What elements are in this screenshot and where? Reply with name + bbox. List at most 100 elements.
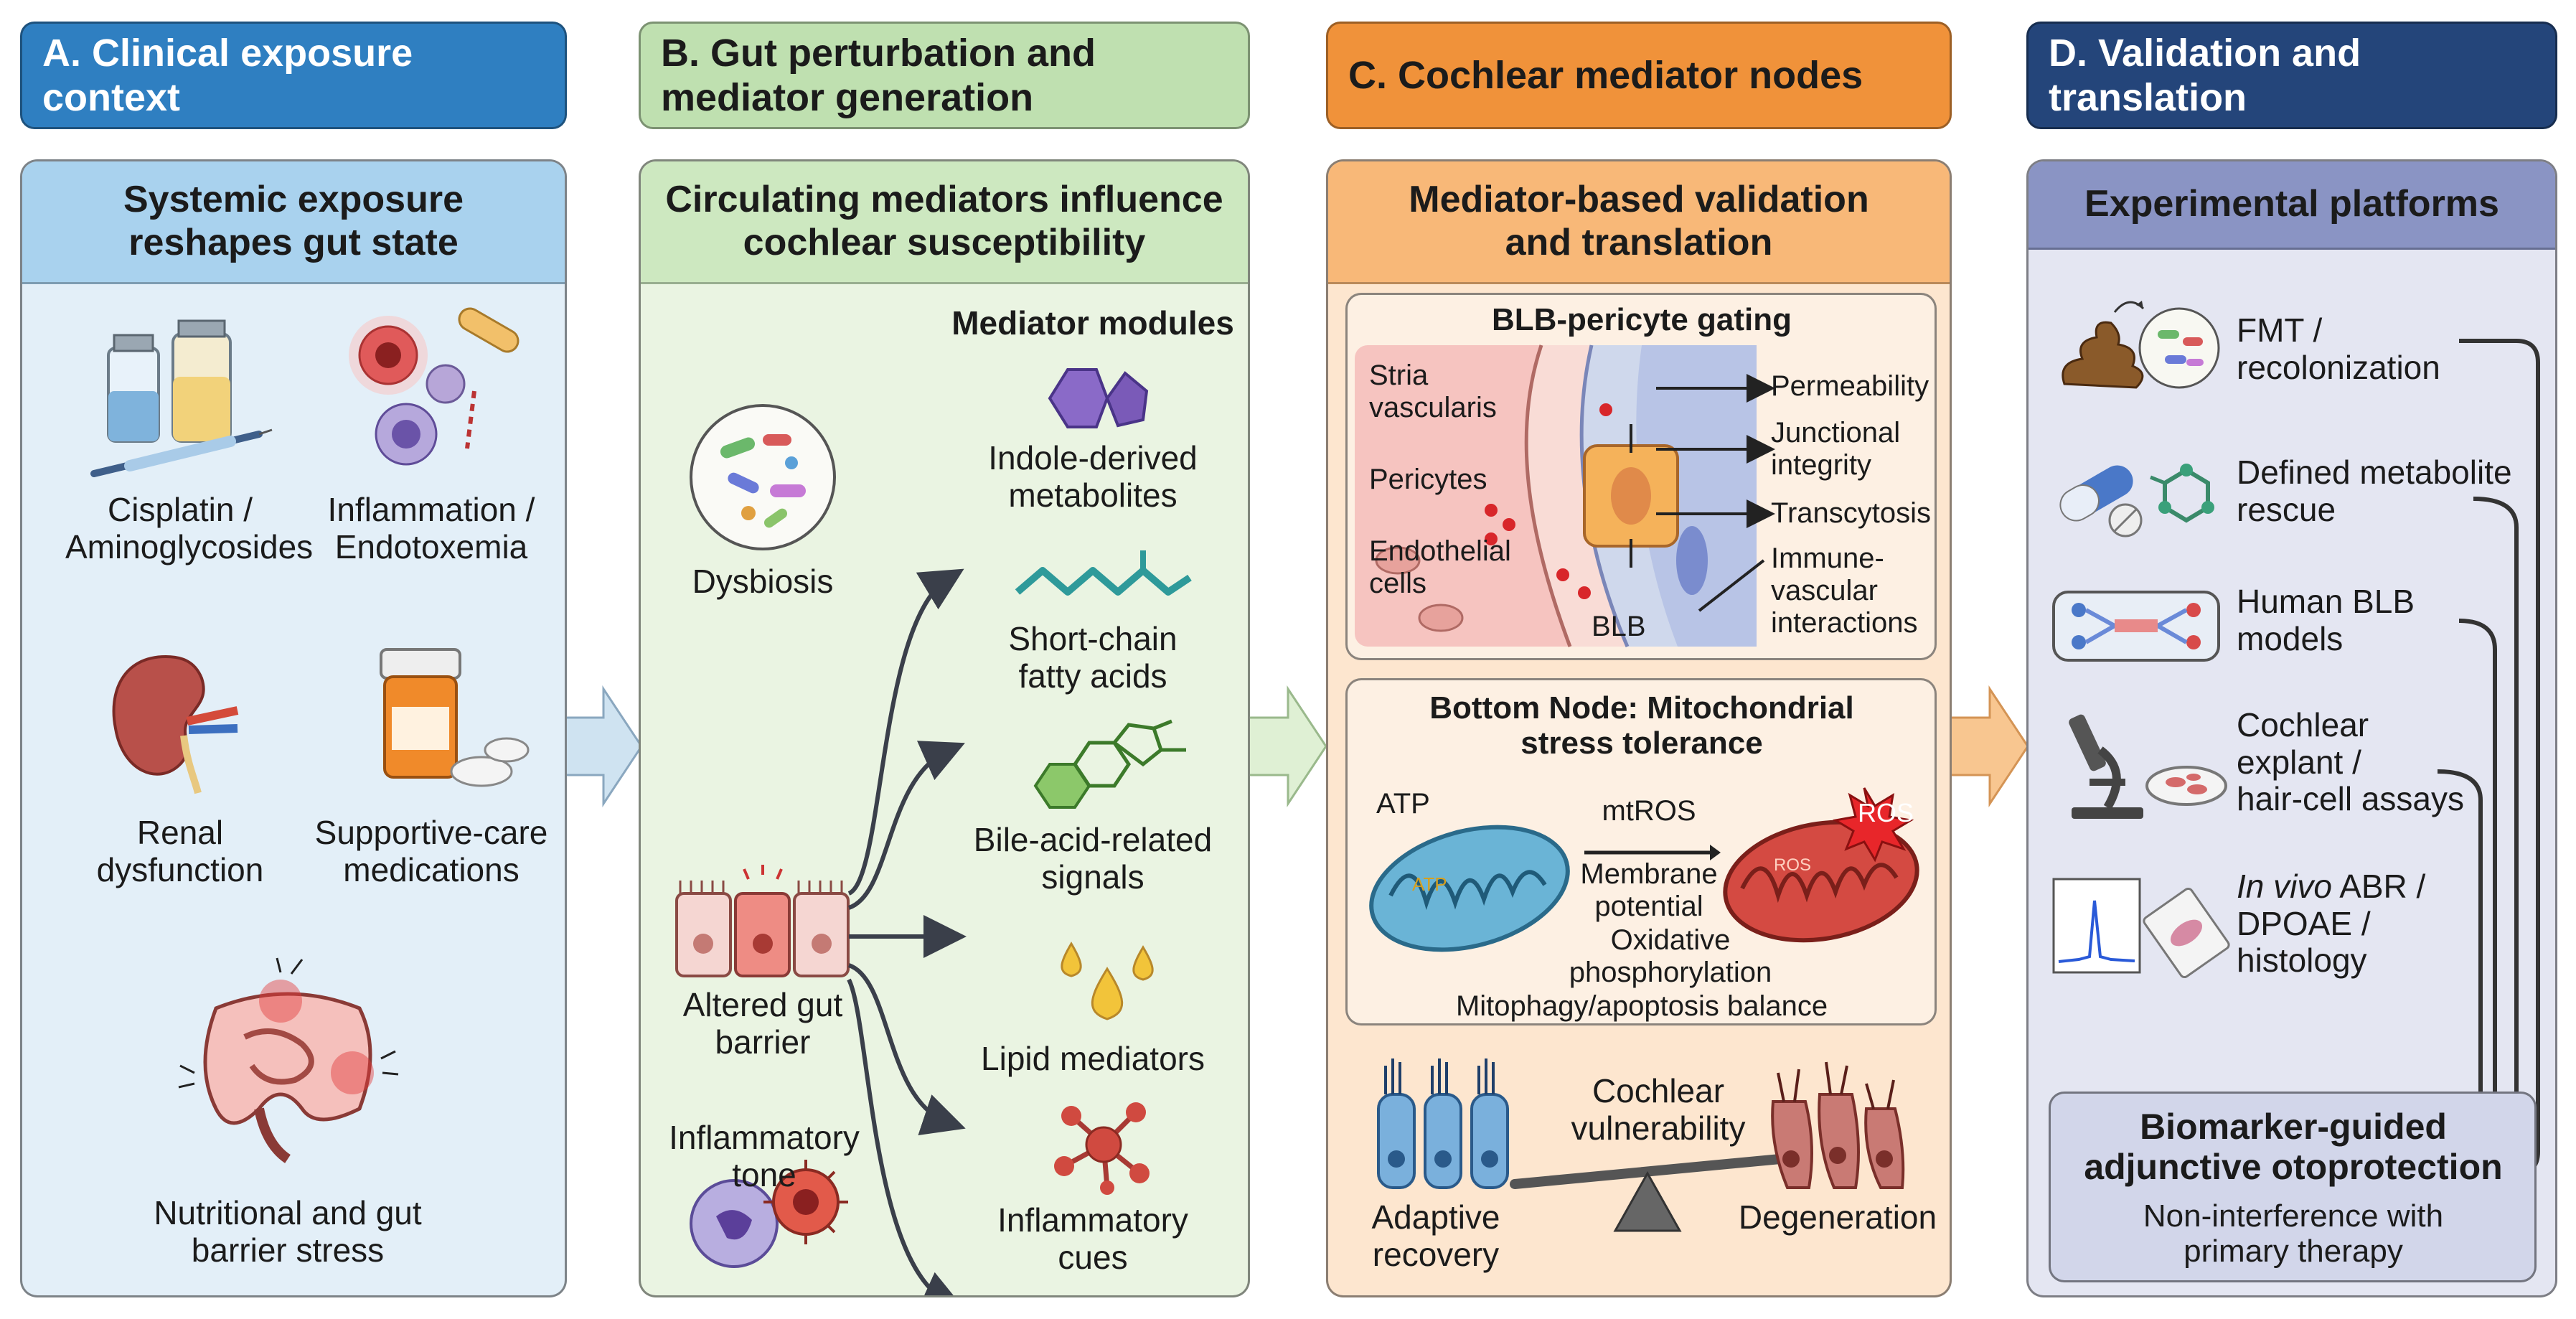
header-d-text: D. Validation and translation [2049,31,2361,119]
indole-ring-icon [1048,368,1149,428]
panel-c-title-line2: and translation [1505,222,1773,263]
platform-invivo-label: In vivo ABR / DPOAE /histology [2237,868,2426,980]
mito-mitophagy-label: Mitophagy/apoptosis balance [1455,990,1828,1022]
header-c: C. Cochlear mediator nodes [1326,22,1952,129]
blb-output-arrows [1656,374,1775,612]
stressed-mitochondrion-icon [1723,787,1919,943]
mito-atp-inner-label: ATP [1412,873,1447,895]
degenerating-hair-cells-icon [1771,1061,1905,1189]
flow-arrow-b-c [1247,685,1327,807]
abr-trace-histology-icon [2052,878,2230,979]
flow-arrow-a-b [563,685,643,807]
panel-a-title: Systemic exposure reshapes gut state [22,161,565,284]
microscope-dish-icon [2069,714,2227,819]
vial-syringe-icon [90,319,273,477]
panel-b-title: Circulating mediators influence cochlear… [641,161,1248,284]
panel-c-title: Mediator-based validation and translatio… [1328,161,1950,284]
immune-cells-icon [349,307,520,466]
panel-b: Circulating mediators influence cochlear… [639,159,1250,1297]
panel-d-title-text: Experimental platforms [2084,183,2499,225]
header-d: D. Validation and translation [2026,22,2557,129]
dysbiosis-microbiome-icon [690,404,836,550]
lipid-droplet-icon [1061,942,1154,1020]
header-b-line2: mediator generation [661,76,1034,119]
blb-heading: BLB-pericyte gating [1491,302,1792,337]
mediator-modules-heading: Mediator modules [951,304,1234,342]
mito-atp-label: ATP [1376,788,1430,820]
header-a-text: A. Clinical exposure context [42,31,413,119]
fatty-acid-chain-icon [1015,550,1192,596]
panel-b-title-line1: Circulating mediators influence [665,179,1223,221]
panel-a-title-line1: Systemic exposure [123,179,464,221]
blb-label: BLB [1592,611,1646,642]
panel-a-title-line2: reshapes gut state [128,222,459,263]
capsule-molecule-icon [2059,464,2214,538]
intestine-icon [178,957,399,1163]
header-c-text: C. Cochlear mediator nodes [1348,53,1863,97]
mito-ros-label: ROS [1857,798,1914,827]
inflammatory-cells-icon [690,1160,848,1268]
blb-transcytosis-label: Transcytosis [1771,497,1932,529]
header-a: A. Clinical exposure context [20,22,567,129]
steroid-ring-icon [1033,719,1186,809]
kidney-icon [112,654,239,794]
seesaw-icon [1510,1154,1785,1232]
degeneration-label: Degeneration [1738,1198,1937,1236]
healthy-mitochondrion-icon [1369,825,1570,952]
organ-chip-icon [2052,591,2220,662]
exposure-cisplatin-label: Cisplatin /Aminoglycosides [65,491,314,565]
mito-mtros-label: mtROS [1602,795,1696,827]
mito-arrow [1584,845,1721,860]
adaptive-hair-cells-icon [1377,1059,1509,1189]
mito-ros-small-label: ROS [1773,855,1811,875]
pill-bottle-icon [380,648,530,787]
mediator-arrows [847,568,967,1295]
exposure-inflammation-label: Inflammation /Endotoxemia [327,491,535,565]
panel-c-title-line1: Mediator-based validation [1409,179,1869,221]
blb-pericytes-label: Pericytes [1369,464,1487,495]
gut-barrier-icon [675,865,850,977]
panel-c: Mediator-based validation and translatio… [1326,159,1952,1297]
platform-fmt-label: FMT /recolonization [2237,311,2440,386]
flow-arrow-c-d [1949,685,2029,807]
cytokine-icon [1054,1102,1150,1195]
panel-b-title-line2: cochlear susceptibility [743,222,1146,263]
panel-d-title: Experimental platforms [2029,161,2555,250]
module-lipid-label: Lipid mediators [981,1040,1205,1077]
blb-permeability-label: Permeability [1771,370,1929,402]
header-b: B. Gut perturbation and mediator generat… [639,22,1250,129]
header-b-line1: B. Gut perturbation and [661,31,1096,75]
panel-d: Experimental platforms FMT /recolonizati… [2026,159,2557,1297]
panel-a: Systemic exposure reshapes gut state Cis… [20,159,567,1297]
header-b-text: B. Gut perturbation and mediator generat… [661,31,1096,120]
stool-microbiome-icon [2062,301,2220,389]
blb-vessel-illustration [1355,344,1757,647]
dysbiosis-label: Dysbiosis [692,563,834,600]
